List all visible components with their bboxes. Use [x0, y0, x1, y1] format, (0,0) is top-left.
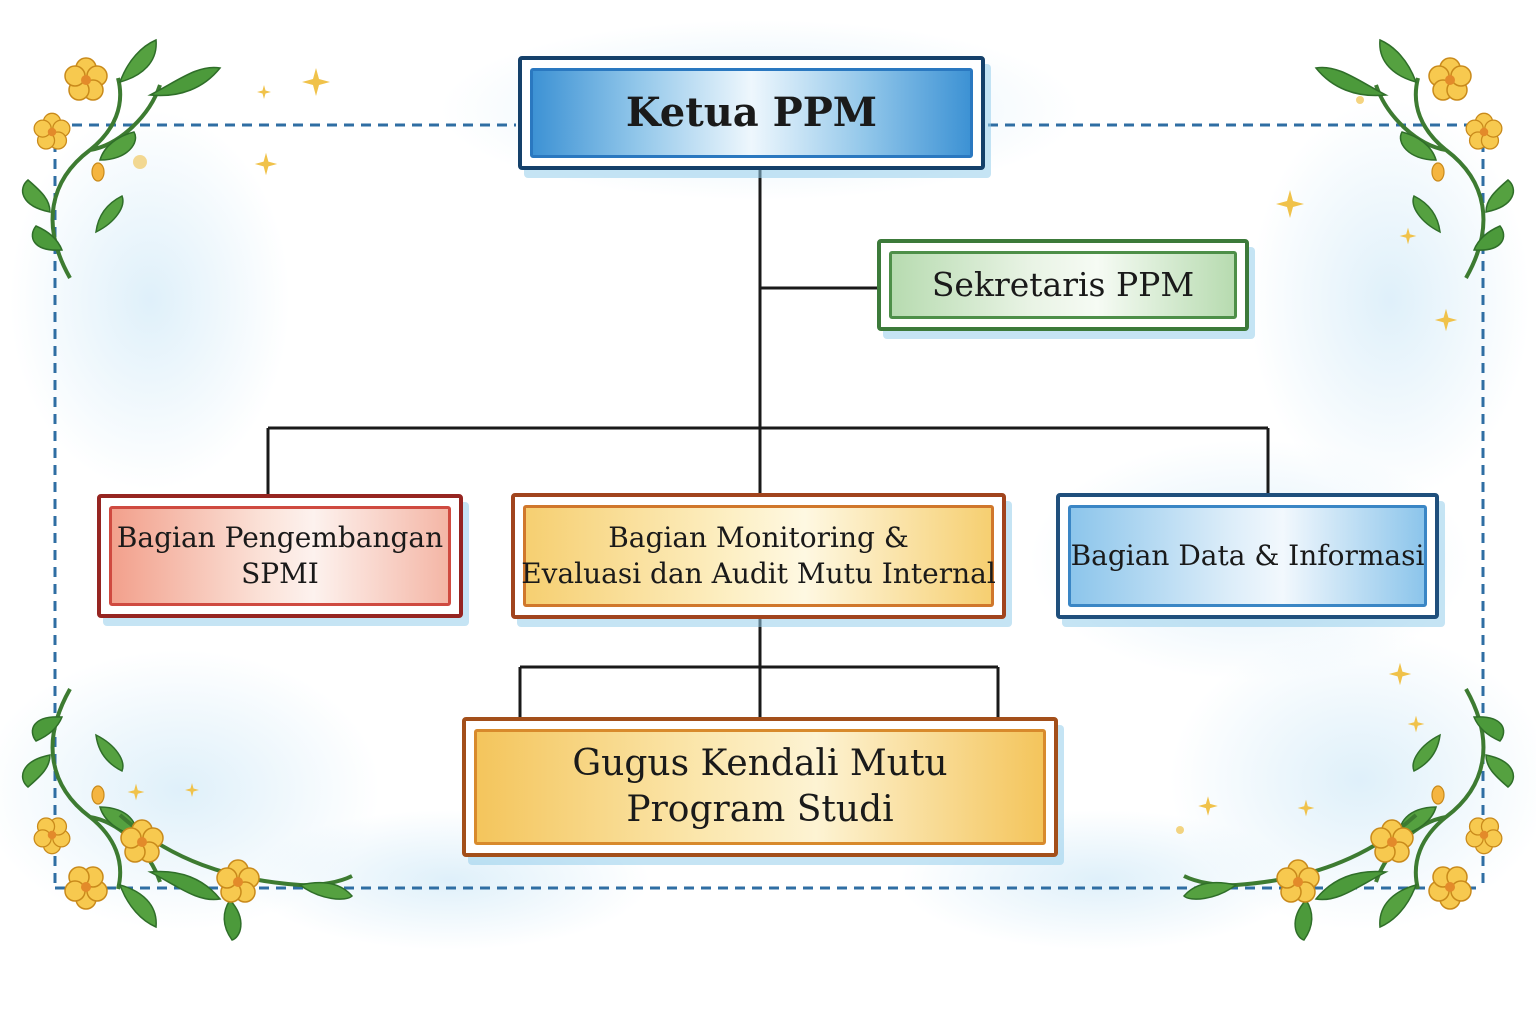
node-bagian-pengembangan-label-line1: Bagian Pengembangan — [116, 521, 444, 555]
flower-vine-corner-icon — [21, 38, 222, 279]
node-bagian-monitoring-label-line1: Bagian Monitoring & — [608, 521, 909, 555]
node-bagian-pengembangan-label-line2: SPMI — [241, 557, 319, 590]
node-bagian-monitoring: Bagian Monitoring & Evaluasi dan Audit M… — [511, 493, 1006, 619]
node-ketua-ppm: Ketua PPM — [518, 56, 985, 170]
flower-icon — [64, 57, 108, 101]
node-bagian-data-informasi-label: Bagian Data & Informasi — [1070, 539, 1425, 573]
node-bagian-monitoring-label-line2: Evaluasi dan Audit Mutu Internal — [521, 557, 996, 590]
node-bagian-data-informasi: Bagian Data & Informasi — [1056, 493, 1439, 619]
flower-icon — [33, 112, 71, 150]
node-gugus-kendali-mutu: Gugus Kendali Mutu Program Studi — [462, 717, 1058, 857]
flower-icon — [1370, 819, 1414, 863]
node-sekretaris-ppm: Sekretaris PPM — [877, 239, 1249, 331]
connector-lines — [266, 170, 1270, 717]
node-bagian-pengembangan: Bagian Pengembangan SPMI — [97, 494, 463, 618]
bottom-left-vine — [118, 813, 354, 941]
node-sekretaris-ppm-label: Sekretaris PPM — [931, 264, 1195, 304]
node-ketua-ppm-label: Ketua PPM — [625, 89, 878, 137]
flower-icon — [120, 819, 164, 863]
flower-icon — [216, 859, 260, 903]
node-gugus-kendali-mutu-label-line2: Program Studi — [626, 789, 894, 830]
sparkle-star-icons — [127, 68, 1458, 834]
node-gugus-kendali-mutu-label-line1: Gugus Kendali Mutu — [572, 742, 948, 784]
bottom-right-vine — [1182, 813, 1418, 941]
flower-icon — [1276, 859, 1320, 903]
